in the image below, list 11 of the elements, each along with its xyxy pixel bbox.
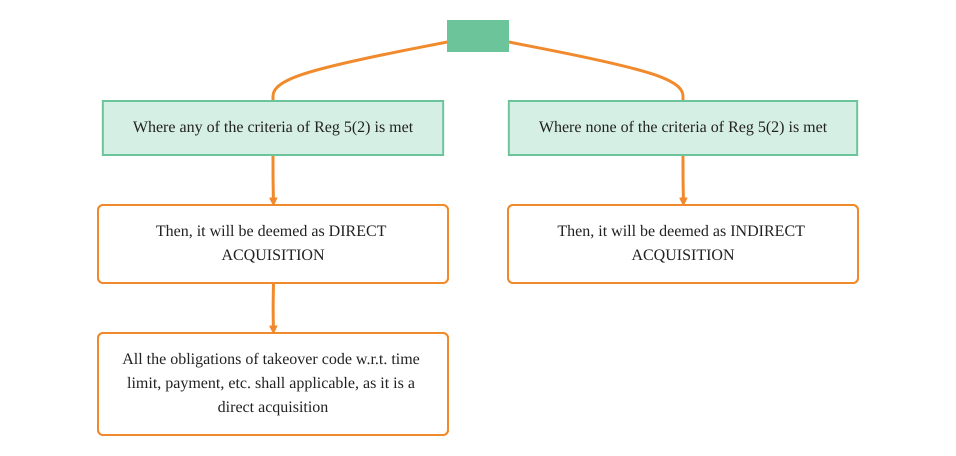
arrow [678,155,688,206]
arrow [268,283,278,334]
node-box: Where any of the criteria of Reg 5(2) is met [102,100,444,156]
connector [508,40,684,101]
arrow [268,155,278,206]
node-box [447,20,509,52]
node-text: Then, it will be deemed as INDIRECT ACQUISITION [557,223,805,264]
node-text: All the obligations of takeover code w.r.t. time limit, payment, etc. shall applicable, as it is a direct acquisition [122,351,420,416]
node-text: Then, it will be deemed as DIRECT ACQUISITION [156,223,386,264]
connector [272,40,448,101]
node-box: Where none of the criteria of Reg 5(2) is met [508,100,858,156]
